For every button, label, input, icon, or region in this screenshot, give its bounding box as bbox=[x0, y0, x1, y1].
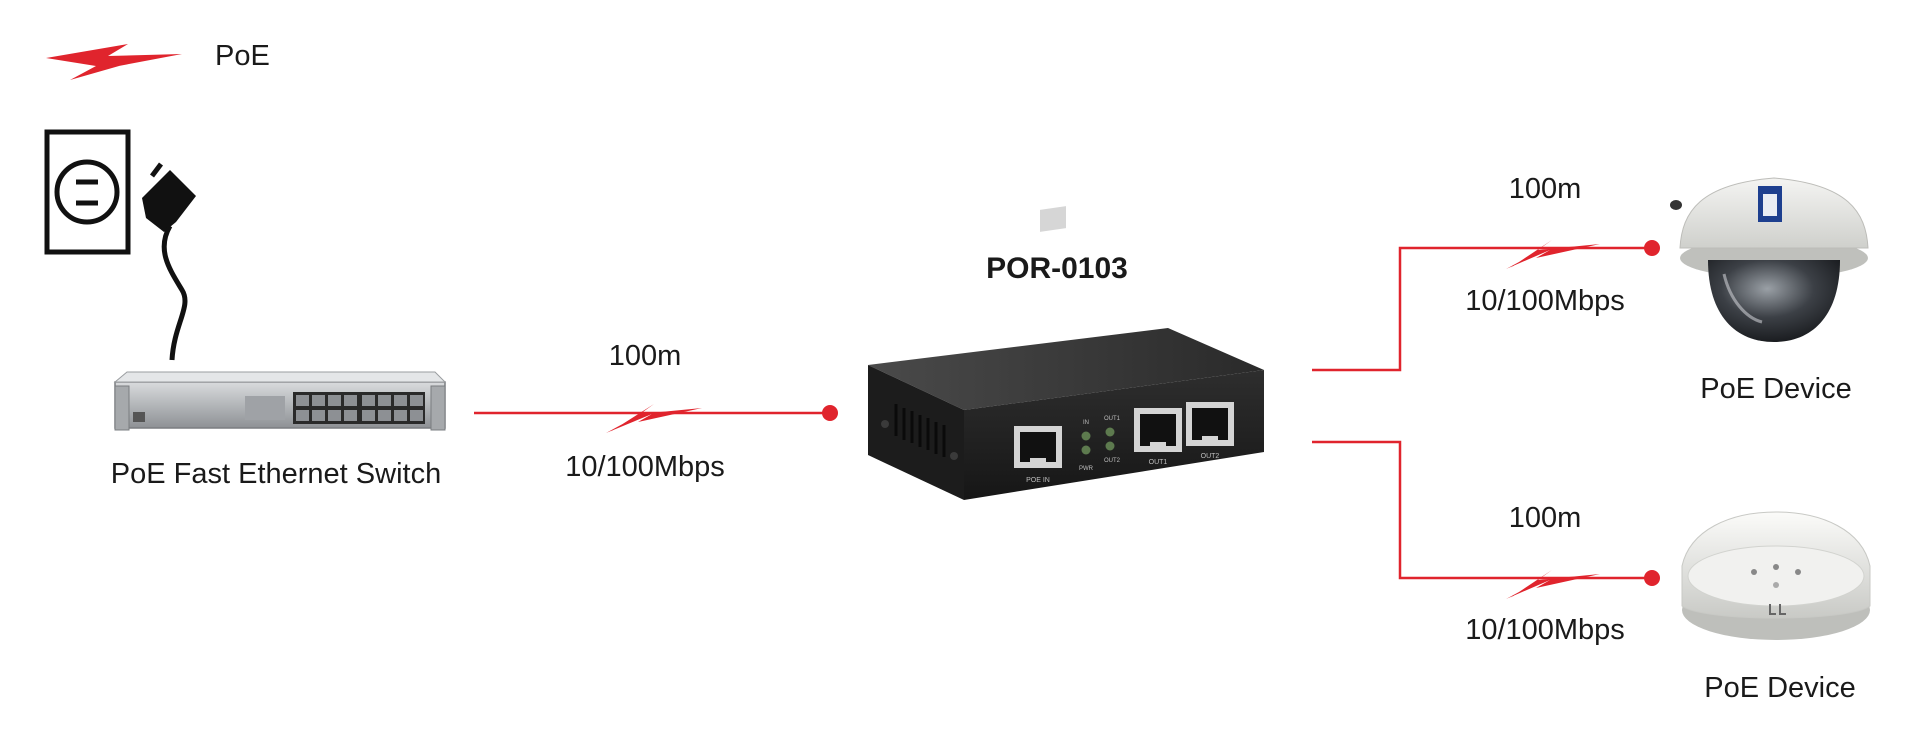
poe-switch bbox=[113, 371, 447, 431]
poe-in-port bbox=[1014, 426, 1062, 468]
vent-slots bbox=[894, 404, 946, 457]
lightning-bolt-icon bbox=[46, 44, 182, 80]
camera-label: PoE Device bbox=[1700, 373, 1852, 405]
port-label-out2: OUT2 bbox=[1201, 453, 1220, 460]
lightning-bolt-icon bbox=[606, 404, 702, 433]
led-label-out2: OUT2 bbox=[1104, 458, 1121, 464]
legend-label: PoE bbox=[215, 40, 270, 72]
port-label-out1: OUT1 bbox=[1149, 459, 1168, 466]
out2-port bbox=[1186, 402, 1234, 446]
port-label-poe-in: POE IN bbox=[1026, 477, 1050, 484]
link1-speed: 10/100Mbps bbox=[565, 451, 725, 483]
status-leds bbox=[1081, 427, 1115, 455]
switch-label: PoE Fast Ethernet Switch bbox=[110, 458, 442, 490]
led-label-in: IN bbox=[1083, 420, 1089, 426]
link-injector-to-camera bbox=[1312, 240, 1660, 372]
link-switch-to-injector bbox=[474, 404, 838, 433]
wall-outlet-icon bbox=[44, 129, 131, 255]
led-label-out1: OUT1 bbox=[1104, 416, 1121, 422]
link1-distance: 100m bbox=[608, 340, 682, 372]
lightning-bolt-icon bbox=[1506, 240, 1600, 269]
link3-speed: 10/100Mbps bbox=[1465, 614, 1625, 646]
power-plug-icon bbox=[142, 162, 196, 361]
link2-speed: 10/100Mbps bbox=[1465, 285, 1625, 317]
lightning-bolt-icon bbox=[1506, 570, 1600, 599]
link2-distance: 100m bbox=[1508, 173, 1582, 205]
dome-camera-icon bbox=[1670, 177, 1869, 342]
link-injector-to-ap bbox=[1312, 440, 1660, 599]
poe-injector: POE IN OUT1 OUT2 PWR IN OUT1 OUT2 bbox=[868, 206, 1264, 500]
link3-distance: 100m bbox=[1508, 502, 1582, 534]
led-label-pwr: PWR bbox=[1079, 466, 1094, 472]
ceiling-access-point-icon bbox=[1681, 511, 1871, 640]
legend bbox=[46, 44, 182, 80]
access-point-label: PoE Device bbox=[1704, 672, 1856, 704]
injector-title: POR-0103 bbox=[986, 252, 1128, 285]
out1-port bbox=[1134, 408, 1182, 452]
switch-ports bbox=[293, 392, 425, 424]
